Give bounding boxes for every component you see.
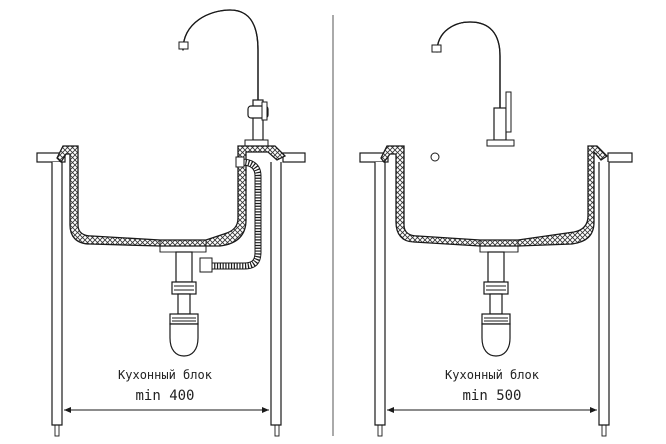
left-foot-1 — [54, 424, 60, 437]
left-cabinet-wall-right — [270, 162, 282, 426]
right-foot-2 — [601, 424, 607, 437]
right-cabinet-wall-right — [598, 162, 610, 426]
right-foot-1 — [377, 424, 383, 437]
right-min-width-label: min 500 — [462, 388, 521, 404]
left-faucet — [178, 9, 269, 147]
left-siphon — [169, 251, 199, 357]
right-panel: Кухонный блок min 500 — [359, 21, 633, 437]
right-cabinet-label: Кухонный блок — [445, 368, 540, 382]
left-overflow-hose — [199, 156, 262, 273]
left-cabinet-label: Кухонный блок — [118, 368, 213, 382]
right-sink-bowl — [380, 145, 609, 253]
left-countertop-right — [282, 152, 306, 163]
right-countertop-right — [607, 152, 633, 163]
right-cabinet-wall-left — [374, 162, 386, 426]
left-cabinet-wall-left — [51, 162, 63, 426]
left-foot-2 — [274, 424, 280, 437]
right-faucet — [431, 21, 515, 147]
left-min-width-label: min 400 — [135, 388, 194, 404]
left-countertop-left — [36, 152, 66, 163]
left-panel: Кухонный блок min 400 — [36, 9, 306, 437]
right-siphon — [481, 251, 511, 357]
